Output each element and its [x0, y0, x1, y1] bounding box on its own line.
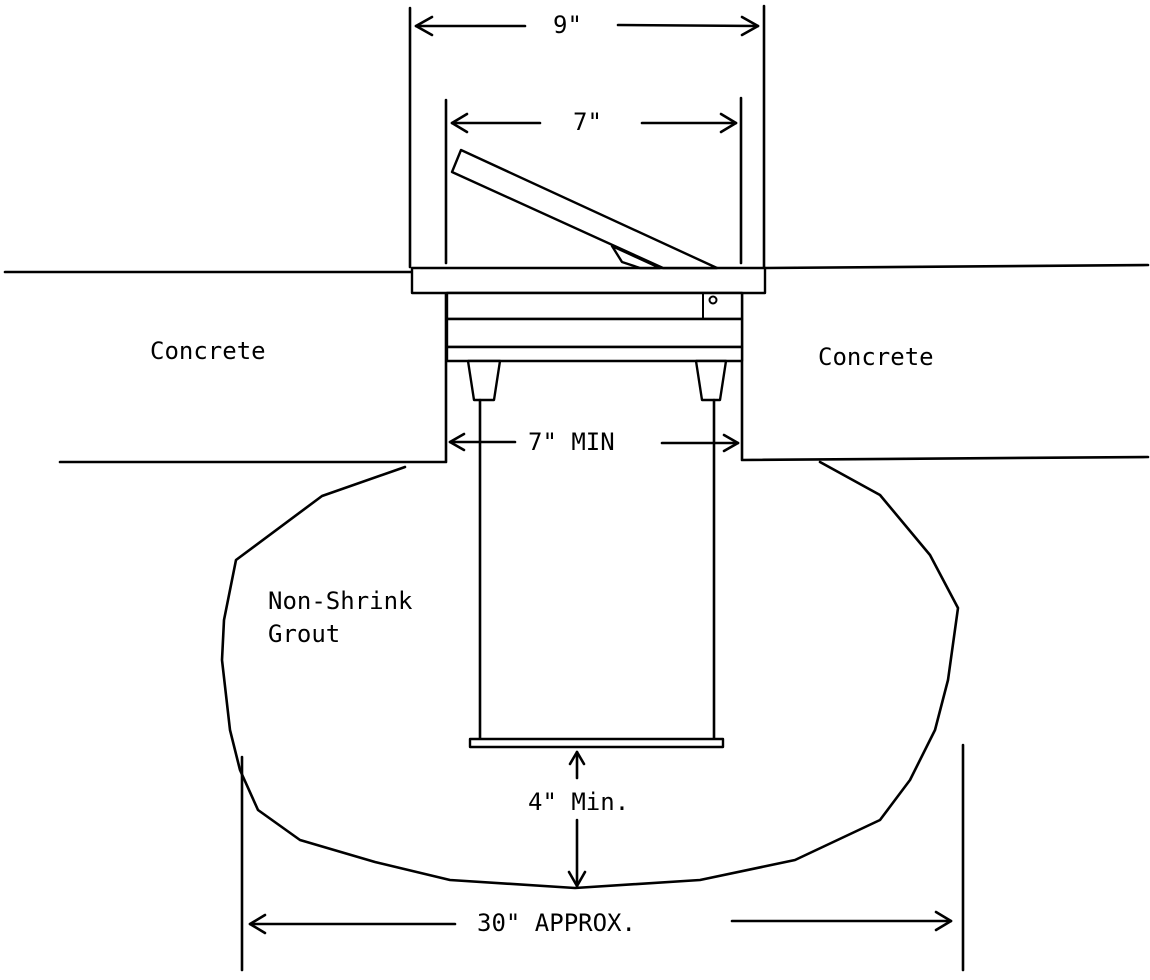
dim-overall-width-label: 9" — [553, 11, 582, 39]
lid-hinge-block — [610, 244, 662, 270]
hinged-lid — [450, 148, 719, 270]
arrowhead-left-icon — [414, 15, 434, 37]
box-upper-body — [445, 291, 744, 321]
dim-bottom-clearance-label: 4" Min. — [528, 788, 629, 816]
grout-label-line1: Non-Shrink — [268, 587, 413, 615]
dimension-bottom-clearance: 4" Min. — [528, 750, 629, 888]
arrowhead-left-icon — [248, 913, 267, 935]
box-lower-body — [445, 345, 744, 363]
latch-screw-icon — [708, 295, 718, 305]
arrowhead-left-icon — [448, 432, 466, 452]
arrowhead-right-icon — [719, 112, 738, 134]
arrowhead-left-icon — [450, 112, 469, 134]
arrowhead-up-icon — [568, 750, 586, 766]
slab-top-right — [763, 263, 1150, 270]
dimension-inner-width: 7" — [444, 96, 743, 265]
floor-box-assembly — [410, 148, 767, 749]
cover-flange — [410, 266, 767, 295]
arrowhead-right-icon — [722, 433, 740, 453]
dimension-overall-width: 9" — [408, 4, 766, 269]
dim-opening-width-label: 7" MIN — [528, 428, 615, 456]
slab-opening-left-edge — [58, 292, 448, 464]
grout-outline-left — [220, 460, 960, 890]
arrowhead-right-icon — [934, 910, 953, 932]
concrete-left-label: Concrete — [150, 337, 266, 365]
dimension-opening-width: 7" MIN — [448, 428, 740, 456]
grout-region — [220, 460, 960, 890]
arrowhead-down-icon — [567, 870, 587, 888]
leveling-foot-left — [466, 359, 502, 402]
dim-line-right — [616, 23, 760, 28]
dim-grout-width-label: 30" APPROX. — [477, 909, 636, 937]
slab-opening-right-edge — [740, 292, 1150, 462]
arrowhead-right-icon — [740, 15, 760, 37]
grout-label-line2: Grout — [268, 620, 340, 648]
leveling-foot-right — [694, 359, 728, 402]
box-middle-body — [445, 317, 744, 349]
concrete-right-label: Concrete — [818, 343, 934, 371]
dimension-grout-width: 30" APPROX. — [240, 743, 965, 972]
base-plate — [468, 737, 725, 749]
dim-inner-width-label: 7" — [573, 108, 602, 136]
